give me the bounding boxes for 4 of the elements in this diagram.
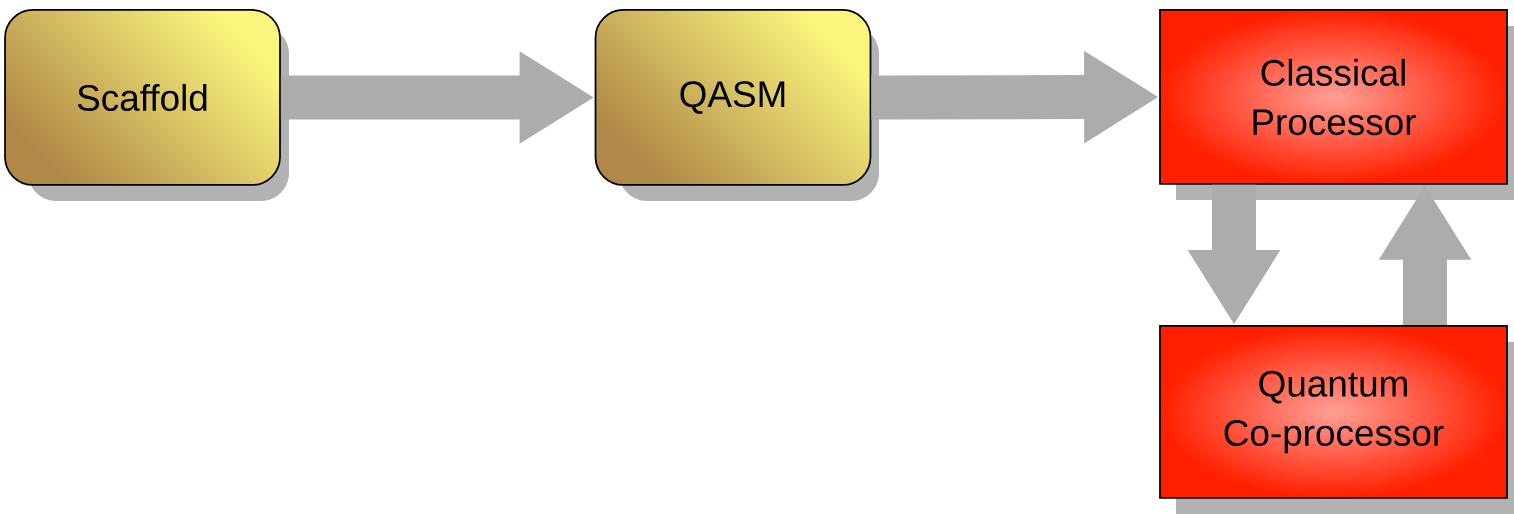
- process-box: Scaffold: [4, 9, 289, 201]
- process-box: QASM: [594, 9, 879, 201]
- process-box: Classical Processor: [1159, 9, 1514, 200]
- process-box: Quantum Co-processor: [1159, 325, 1514, 514]
